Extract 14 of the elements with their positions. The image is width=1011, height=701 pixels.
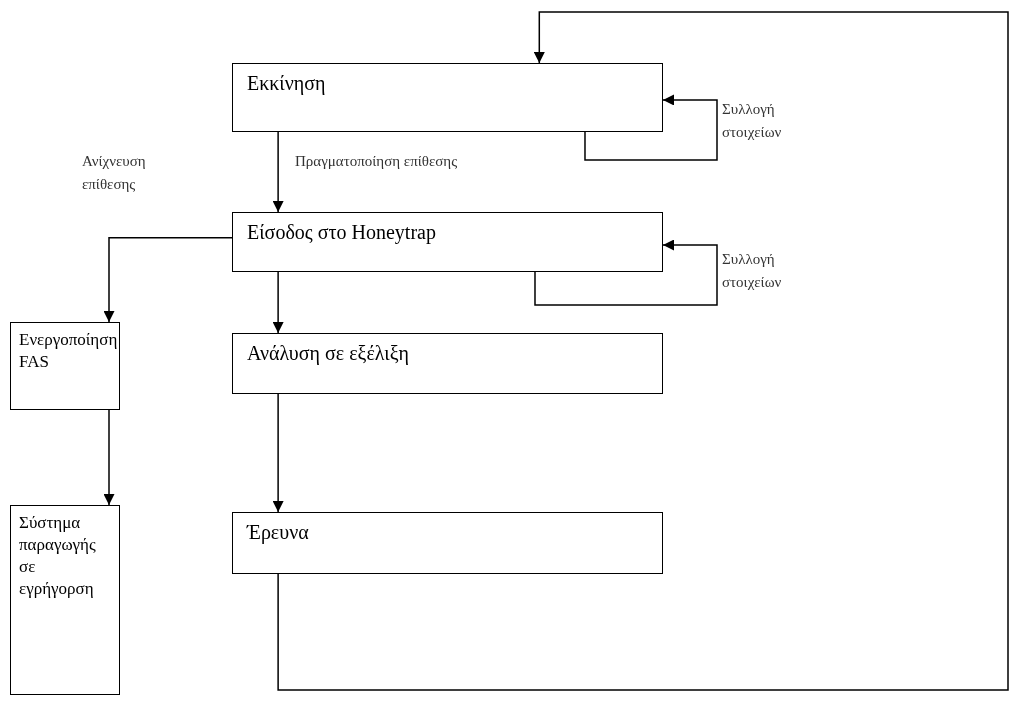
process-box: Ανάλυση σε εξέλιξη [232,333,663,394]
arrow [584,94,718,161]
arrow [272,393,284,513]
arrow [277,11,1009,691]
arrow [272,131,284,213]
arrow [272,271,284,334]
arrow [534,239,718,306]
arrow [103,409,115,506]
process-box: Είσοδος στο Honeytrap [232,212,663,272]
arrow [103,237,233,323]
process-box: Έρευνα [232,512,663,574]
process-box: Ενεργοποίηση FAS [10,322,120,410]
process-box: Σύστημα παραγωγής σε εγρήγορση [10,505,120,695]
process-box: Εκκίνηση [232,63,663,132]
